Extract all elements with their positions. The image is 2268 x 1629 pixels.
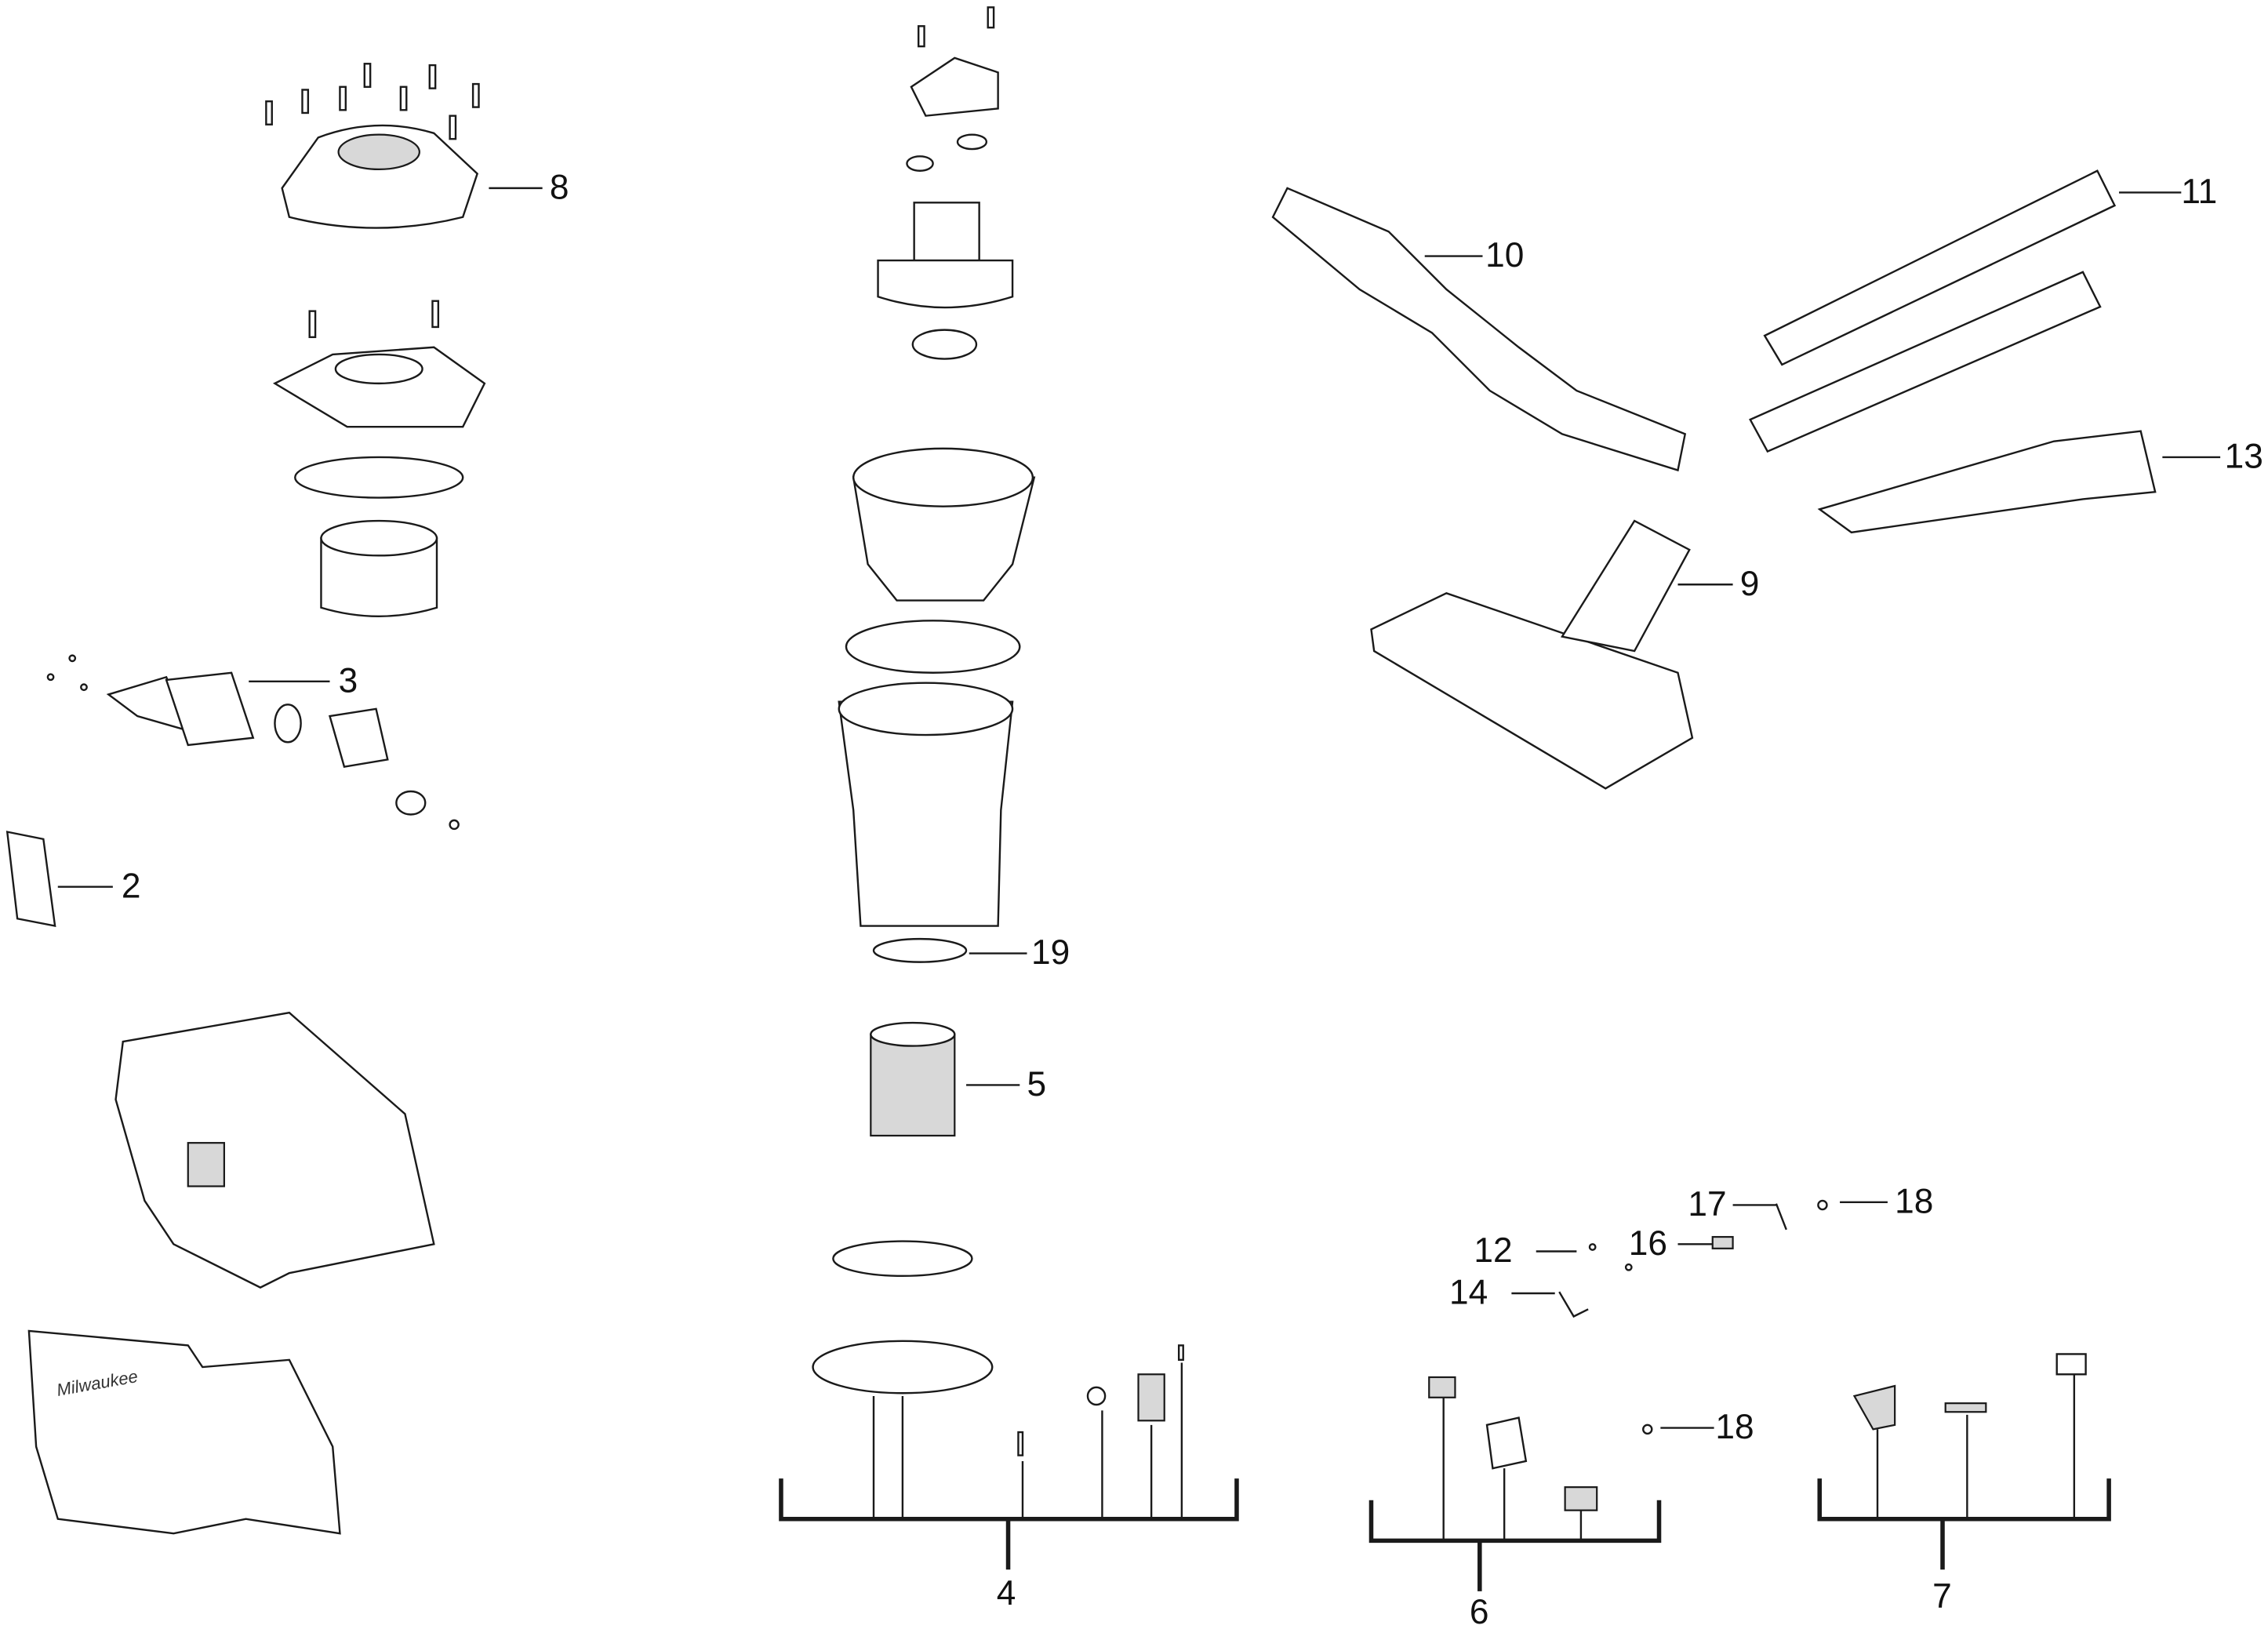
part-7-kit[interactable] [1852, 1353, 2087, 1519]
part-11-extension-wands[interactable] [1749, 169, 2117, 453]
part-6-kit[interactable] [1428, 1376, 1598, 1541]
callout-2: 2 [122, 867, 141, 905]
callout-11: 11 [2181, 173, 2217, 211]
callout-19: 19 [1031, 933, 1070, 972]
callout-18-lower: 18 [1715, 1408, 1754, 1446]
callout-14: 14 [1449, 1274, 1488, 1312]
filter-housing [845, 447, 1036, 674]
part-4-kit[interactable] [812, 1240, 1184, 1519]
filter-plate-assembly [272, 300, 486, 617]
small-parts [1558, 1199, 1828, 1435]
callout-9: 9 [1740, 565, 1760, 603]
screws [265, 63, 480, 140]
part-19-gasket[interactable] [872, 937, 968, 963]
motor-assembly [877, 6, 1014, 360]
callout-8: 8 [550, 168, 569, 206]
part-2-label-plate[interactable] [5, 831, 56, 928]
callout-7: 7 [1932, 1577, 1952, 1616]
part-5-filter[interactable] [870, 1021, 956, 1137]
part-3-inlet-assembly[interactable] [46, 654, 460, 831]
callout-3: 3 [339, 661, 358, 700]
callout-6: 6 [1470, 1593, 1489, 1629]
part-13-crevice-tool[interactable] [1817, 430, 2157, 534]
part-9-floor-nozzle[interactable] [1370, 519, 1694, 790]
callout-18: 18 [1895, 1182, 1933, 1220]
housing-half-front: Milwaukee [27, 1329, 341, 1535]
callout-13: 13 [2225, 437, 2263, 475]
callout-5: 5 [1027, 1065, 1047, 1104]
callout-16: 16 [1629, 1224, 1667, 1263]
collection-bin [838, 682, 1014, 927]
callout-12: 12 [1474, 1231, 1512, 1270]
callout-4: 4 [997, 1574, 1016, 1613]
callout-17: 17 [1688, 1185, 1726, 1224]
part-10-hose[interactable] [1271, 187, 1687, 472]
callout-10: 10 [1485, 236, 1524, 275]
part-8-top-cover[interactable] [265, 63, 480, 229]
housing-half-rear [114, 1011, 435, 1289]
